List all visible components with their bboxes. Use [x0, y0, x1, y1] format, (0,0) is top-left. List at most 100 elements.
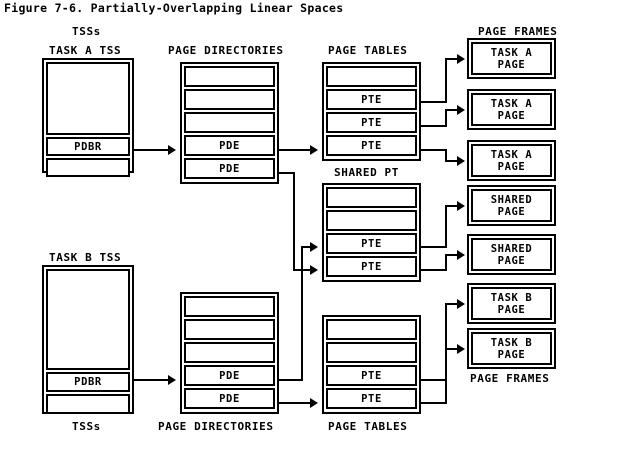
pte-row — [326, 210, 417, 231]
connector-line — [279, 172, 295, 174]
page-directory-b-box: PDE PDE — [180, 292, 279, 414]
connector-line — [279, 402, 311, 404]
tss-row — [46, 394, 130, 414]
task-b-tss-label: TASK B TSS — [49, 251, 122, 264]
connector-line — [445, 149, 447, 162]
page-frame-line1: SHARED — [490, 242, 533, 255]
pde-row-entry: PDE — [184, 388, 275, 409]
connector-line — [279, 379, 303, 381]
task-a-tss-label: TASK A TSS — [49, 44, 122, 57]
page-tables-bottom-label: PAGE TABLES — [328, 420, 408, 433]
connector-line — [279, 149, 311, 151]
connector-line — [445, 160, 459, 162]
connector-line — [445, 207, 447, 248]
tss-row-pdbr: PDBR — [46, 137, 130, 156]
connector-line — [301, 246, 303, 381]
page-frame-line2: PAGE — [497, 160, 526, 173]
page-frame-line2: PAGE — [497, 254, 526, 267]
page-frame-line1: TASK A — [490, 46, 533, 59]
connector-line — [301, 246, 311, 248]
connector-line — [421, 269, 447, 271]
tss-row — [46, 158, 130, 177]
pde-row — [184, 296, 275, 317]
connector-arrow-icon — [457, 299, 465, 309]
pde-row — [184, 89, 275, 110]
page-frame-line2: PAGE — [497, 205, 526, 218]
connector-arrow-icon — [457, 105, 465, 115]
tss-row-pdbr: PDBR — [46, 372, 130, 392]
pde-row-entry: PDE — [184, 158, 275, 179]
pte-row-entry: PTE — [326, 89, 417, 110]
connector-arrow-icon — [457, 250, 465, 260]
pde-row-entry: PDE — [184, 135, 275, 156]
pte-row-entry: PTE — [326, 365, 417, 386]
connector-arrow-icon — [310, 398, 318, 408]
connector-line — [445, 109, 447, 127]
connector-line — [421, 402, 447, 404]
connector-line — [445, 254, 447, 271]
connector-arrow-icon — [457, 156, 465, 166]
connector-line — [421, 125, 447, 127]
connector-arrow-icon — [310, 242, 318, 252]
connector-arrow-icon — [310, 145, 318, 155]
page-frame-line1: SHARED — [490, 193, 533, 206]
connector-line — [445, 58, 459, 60]
page-frame-line1: TASK A — [490, 148, 533, 161]
task-a-tss-box: PDBR — [42, 58, 134, 177]
pte-row-entry: PTE — [326, 388, 417, 409]
tss-top-label: TSSs — [72, 25, 101, 38]
tss-row — [46, 62, 130, 135]
pde-row — [184, 319, 275, 340]
pte-row — [326, 187, 417, 208]
page-frames-top-label: PAGE FRAMES — [478, 25, 558, 38]
connector-line — [134, 149, 170, 151]
shared-pt-label: SHARED PT — [334, 166, 400, 179]
connector-line — [134, 379, 170, 381]
connector-line — [445, 109, 459, 111]
connector-line — [445, 305, 447, 381]
tss-row — [46, 269, 130, 370]
pte-row — [326, 66, 417, 87]
pte-row-entry: PTE — [326, 135, 417, 156]
page-frame-line2: PAGE — [497, 109, 526, 122]
task-b-tss-box: PDBR — [42, 265, 134, 414]
connector-line — [445, 60, 447, 103]
page-frame-line1: TASK B — [490, 291, 533, 304]
connector-line — [421, 379, 447, 381]
connector-arrow-icon — [310, 265, 318, 275]
connector-arrow-icon — [168, 145, 176, 155]
connector-line — [445, 303, 459, 305]
figure-title: Figure 7-6. Partially-Overlapping Linear… — [4, 1, 344, 15]
pte-row-entry: PTE — [326, 256, 417, 277]
page-directories-bottom-label: PAGE DIRECTORIES — [158, 420, 274, 433]
connector-arrow-icon — [168, 375, 176, 385]
page-frame-line2: PAGE — [497, 348, 526, 361]
pte-row — [326, 342, 417, 363]
connector-arrow-icon — [457, 344, 465, 354]
page-table-b-box: PTE PTE — [322, 315, 421, 414]
pde-row — [184, 112, 275, 133]
tss-bottom-label: TSSs — [72, 420, 101, 433]
page-frame-line2: PAGE — [497, 303, 526, 316]
shared-page-table-box: PTE PTE — [322, 183, 421, 282]
connector-line — [445, 348, 459, 350]
page-frame-line2: PAGE — [497, 58, 526, 71]
pte-row-entry: PTE — [326, 233, 417, 254]
connector-arrow-icon — [457, 54, 465, 64]
connector-line — [421, 246, 447, 248]
page-frame-line1: TASK A — [490, 97, 533, 110]
